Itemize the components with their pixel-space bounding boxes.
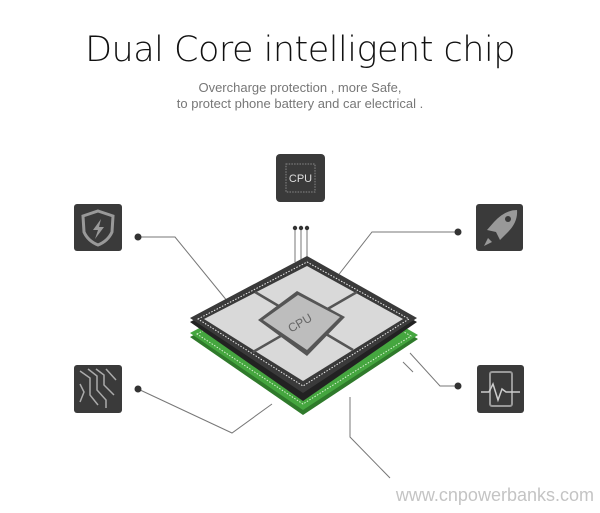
cpu-icon: CPU [276,154,325,202]
circuit-icon [74,365,122,413]
cpu-icon-label: CPU [289,173,312,185]
watermark: www.cnpowerbanks.com [395,485,594,505]
subtitle-line-2: to protect phone battery and car electri… [176,96,424,111]
subtitle-line-1: Overcharge protection , more Safe, [198,80,402,95]
phone-battery-icon [477,365,524,413]
page-title: Dual Core intelligent chip [85,30,515,70]
rocket-icon [476,204,523,251]
chip-illustration: CPU [190,256,418,415]
shield-lightning-icon [74,204,122,251]
